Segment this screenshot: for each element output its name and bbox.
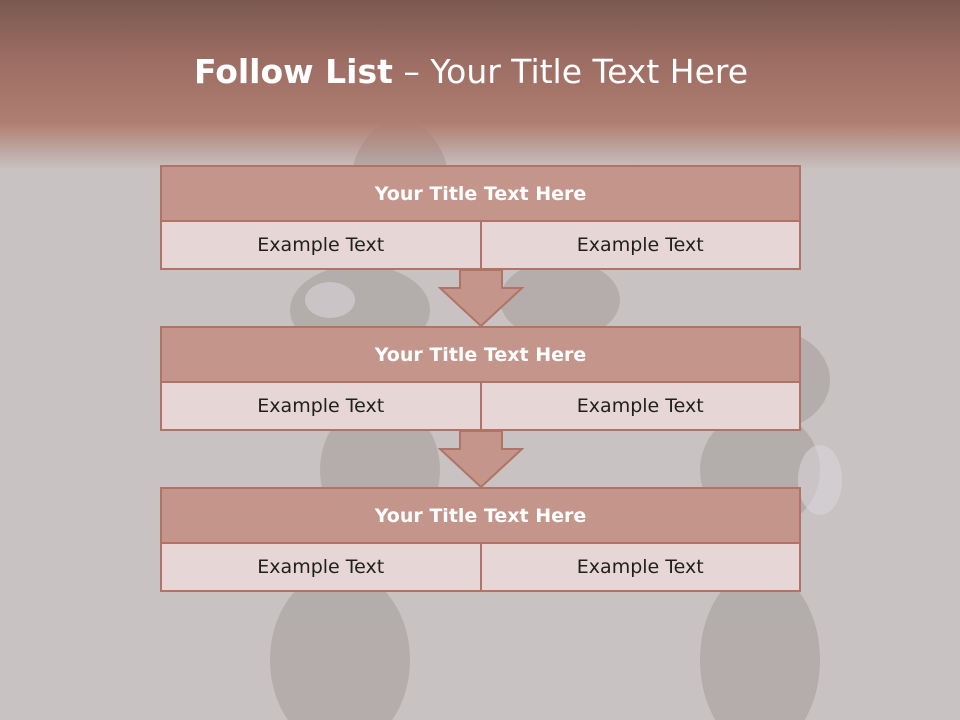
down-arrow-icon bbox=[438, 431, 524, 489]
list-block-2: Your Title Text Here Example Text Exampl… bbox=[160, 326, 801, 431]
block-cell-left: Example Text bbox=[160, 542, 482, 592]
slide-title-bold: Follow List bbox=[193, 52, 393, 91]
down-arrow-icon bbox=[438, 270, 524, 328]
block-cell-left: Example Text bbox=[160, 381, 482, 431]
block-cell-right: Example Text bbox=[479, 381, 801, 431]
block-cell-right: Example Text bbox=[479, 220, 801, 270]
block-title: Your Title Text Here bbox=[160, 487, 801, 544]
block-cell-left: Example Text bbox=[160, 220, 482, 270]
header-band bbox=[0, 0, 960, 170]
block-title: Your Title Text Here bbox=[160, 326, 801, 383]
block-row: Example Text Example Text bbox=[160, 381, 801, 431]
slide-title-rest: – Your Title Text Here bbox=[392, 52, 749, 91]
block-title: Your Title Text Here bbox=[160, 165, 801, 222]
list-block-3: Your Title Text Here Example Text Exampl… bbox=[160, 487, 801, 592]
list-block-1: Your Title Text Here Example Text Exampl… bbox=[160, 165, 801, 270]
block-row: Example Text Example Text bbox=[160, 220, 801, 270]
block-row: Example Text Example Text bbox=[160, 542, 801, 592]
block-cell-right: Example Text bbox=[479, 542, 801, 592]
slide-title: Follow List – Your Title Text Here bbox=[0, 52, 942, 91]
